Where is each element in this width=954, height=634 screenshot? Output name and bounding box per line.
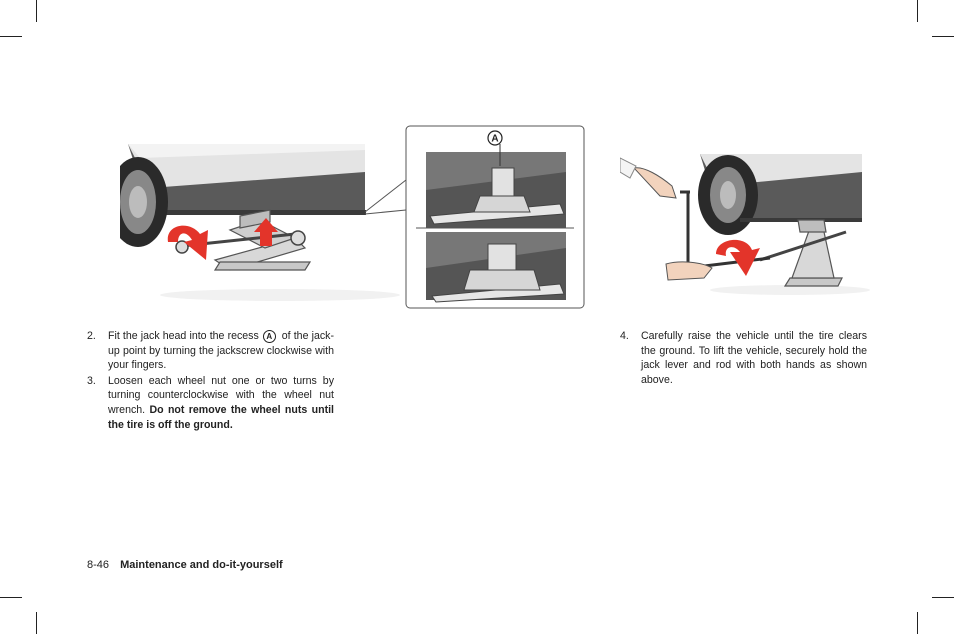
step-3: 3. Loosen each wheel nut one or two turn…	[87, 374, 334, 432]
step-text: Loosen each wheel nut one or two turns b…	[108, 374, 334, 416]
step-number: 4.	[620, 330, 629, 342]
callout-marker-a: A	[262, 330, 276, 343]
jack-placement-illustration: A	[120, 125, 585, 309]
step-warning-text: Do not remove the wheel nuts until the t…	[108, 403, 334, 431]
crop-mark	[932, 597, 954, 598]
page-footer: 8-46 Maintenance and do-it-yourself	[87, 559, 283, 571]
step-text: of the jack-up point by turning the jack…	[108, 330, 334, 372]
crop-mark	[917, 0, 918, 22]
jack-raising-illustration	[620, 154, 870, 295]
step-text: Carefully raise the vehicle until the ti…	[641, 330, 867, 386]
crop-mark	[36, 612, 37, 634]
page-number: 8-46	[87, 559, 110, 571]
crop-mark	[917, 612, 918, 634]
step-text: Fit the jack head into the recess	[108, 330, 259, 342]
step-4: 4. Carefully raise the vehicle until the…	[620, 329, 867, 387]
steps-right: 4. Carefully raise the vehicle until the…	[620, 329, 867, 388]
crop-mark	[0, 597, 22, 598]
step-number: 2.	[87, 330, 96, 342]
step-number: 3.	[87, 374, 96, 387]
crop-mark	[0, 36, 22, 37]
crop-mark	[932, 36, 954, 37]
callout-label-a: A	[491, 134, 498, 145]
section-title: Maintenance and do-it-yourself	[120, 559, 283, 571]
crop-mark	[36, 0, 37, 22]
